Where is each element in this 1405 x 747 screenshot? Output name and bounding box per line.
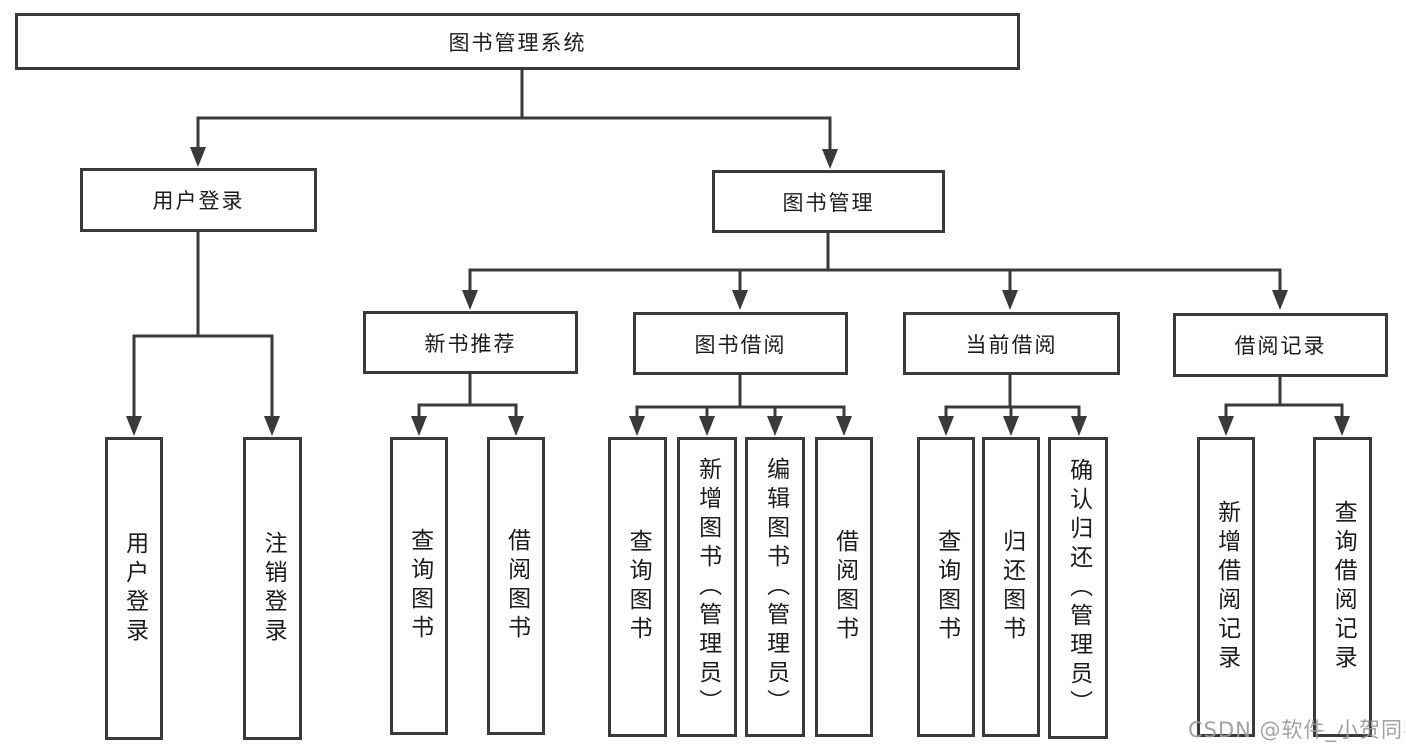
leaf-label: 借阅图书 xyxy=(503,528,530,644)
node-book-management: 图书管理 xyxy=(712,170,945,233)
arrowhead xyxy=(699,416,715,436)
leaf-logout: 注销登录 xyxy=(243,437,302,740)
leaf-label: 确认归还（管理员） xyxy=(1065,457,1092,719)
leaf-add-borrow-record: 新增借阅记录 xyxy=(1197,437,1255,737)
leaf-borrow-book: 借阅图书 xyxy=(815,437,873,737)
connector-records-bus xyxy=(1224,403,1344,417)
node-user-login: 用户登录 xyxy=(80,168,317,232)
arrowhead xyxy=(1071,416,1087,436)
arrowhead xyxy=(1334,416,1350,436)
node-book-borrowing: 图书借阅 xyxy=(633,312,848,375)
leaf-label: 查询图书 xyxy=(625,529,652,645)
node-root: 图书管理系统 xyxy=(15,13,1020,70)
leaf-label: 编辑图书（管理员） xyxy=(762,456,789,718)
leaf-label: 查询图书 xyxy=(933,529,960,645)
node-current-borrowing: 当前借阅 xyxy=(903,312,1120,375)
node-new-book-recommend: 新书推荐 xyxy=(363,311,578,374)
leaf-user-login: 用户登录 xyxy=(105,437,163,740)
connector-level2-bus xyxy=(196,116,832,149)
arrowhead xyxy=(767,416,783,436)
arrowhead xyxy=(264,416,280,436)
leaf-label: 查询借阅记录 xyxy=(1330,500,1357,674)
connector-borrow-bus xyxy=(635,405,846,417)
leaf-add-book-admin: 新增图书（管理员） xyxy=(677,437,737,737)
leaf-label: 查询图书 xyxy=(406,528,433,644)
leaf-query-book-recommend: 查询图书 xyxy=(390,437,448,735)
leaf-label: 新增借阅记录 xyxy=(1213,500,1240,674)
leaf-query-book-borrow: 查询图书 xyxy=(608,437,667,737)
arrowhead xyxy=(411,416,427,436)
arrowhead xyxy=(1003,416,1019,436)
arrowhead xyxy=(836,416,852,436)
connector-userlogin-bus xyxy=(132,334,274,417)
leaf-query-book-current: 查询图书 xyxy=(917,437,975,737)
arrowhead xyxy=(938,416,954,436)
arrowhead xyxy=(462,290,478,310)
arrowhead xyxy=(190,147,206,167)
leaf-label: 归还图书 xyxy=(998,529,1025,645)
leaf-confirm-return-admin: 确认归还（管理员） xyxy=(1048,437,1108,739)
node-borrowing-records: 借阅记录 xyxy=(1173,313,1388,377)
arrowhead xyxy=(1002,290,1018,310)
leaf-label: 用户登录 xyxy=(121,530,148,647)
leaf-borrow-book-recommend: 借阅图书 xyxy=(487,437,545,735)
arrowhead xyxy=(822,149,838,169)
connector-level3-bus xyxy=(468,268,1282,291)
leaf-label: 借阅图书 xyxy=(831,529,858,645)
arrowhead xyxy=(732,290,748,310)
arrowhead xyxy=(1218,416,1234,436)
connector-newbook-bus xyxy=(417,403,518,417)
leaf-edit-book-admin: 编辑图书（管理员） xyxy=(745,437,805,737)
arrowhead xyxy=(1272,290,1288,310)
leaf-label: 注销登录 xyxy=(260,530,287,647)
arrowhead xyxy=(126,416,142,436)
arrowhead xyxy=(508,416,524,436)
leaf-return-book: 归还图书 xyxy=(982,437,1040,737)
csdn-watermark: CSDN @软件_小贺同学 xyxy=(1188,718,1405,742)
arrowhead xyxy=(629,416,645,436)
leaf-label: 新增图书（管理员） xyxy=(694,456,721,718)
leaf-query-borrow-record: 查询借阅记录 xyxy=(1313,437,1372,737)
